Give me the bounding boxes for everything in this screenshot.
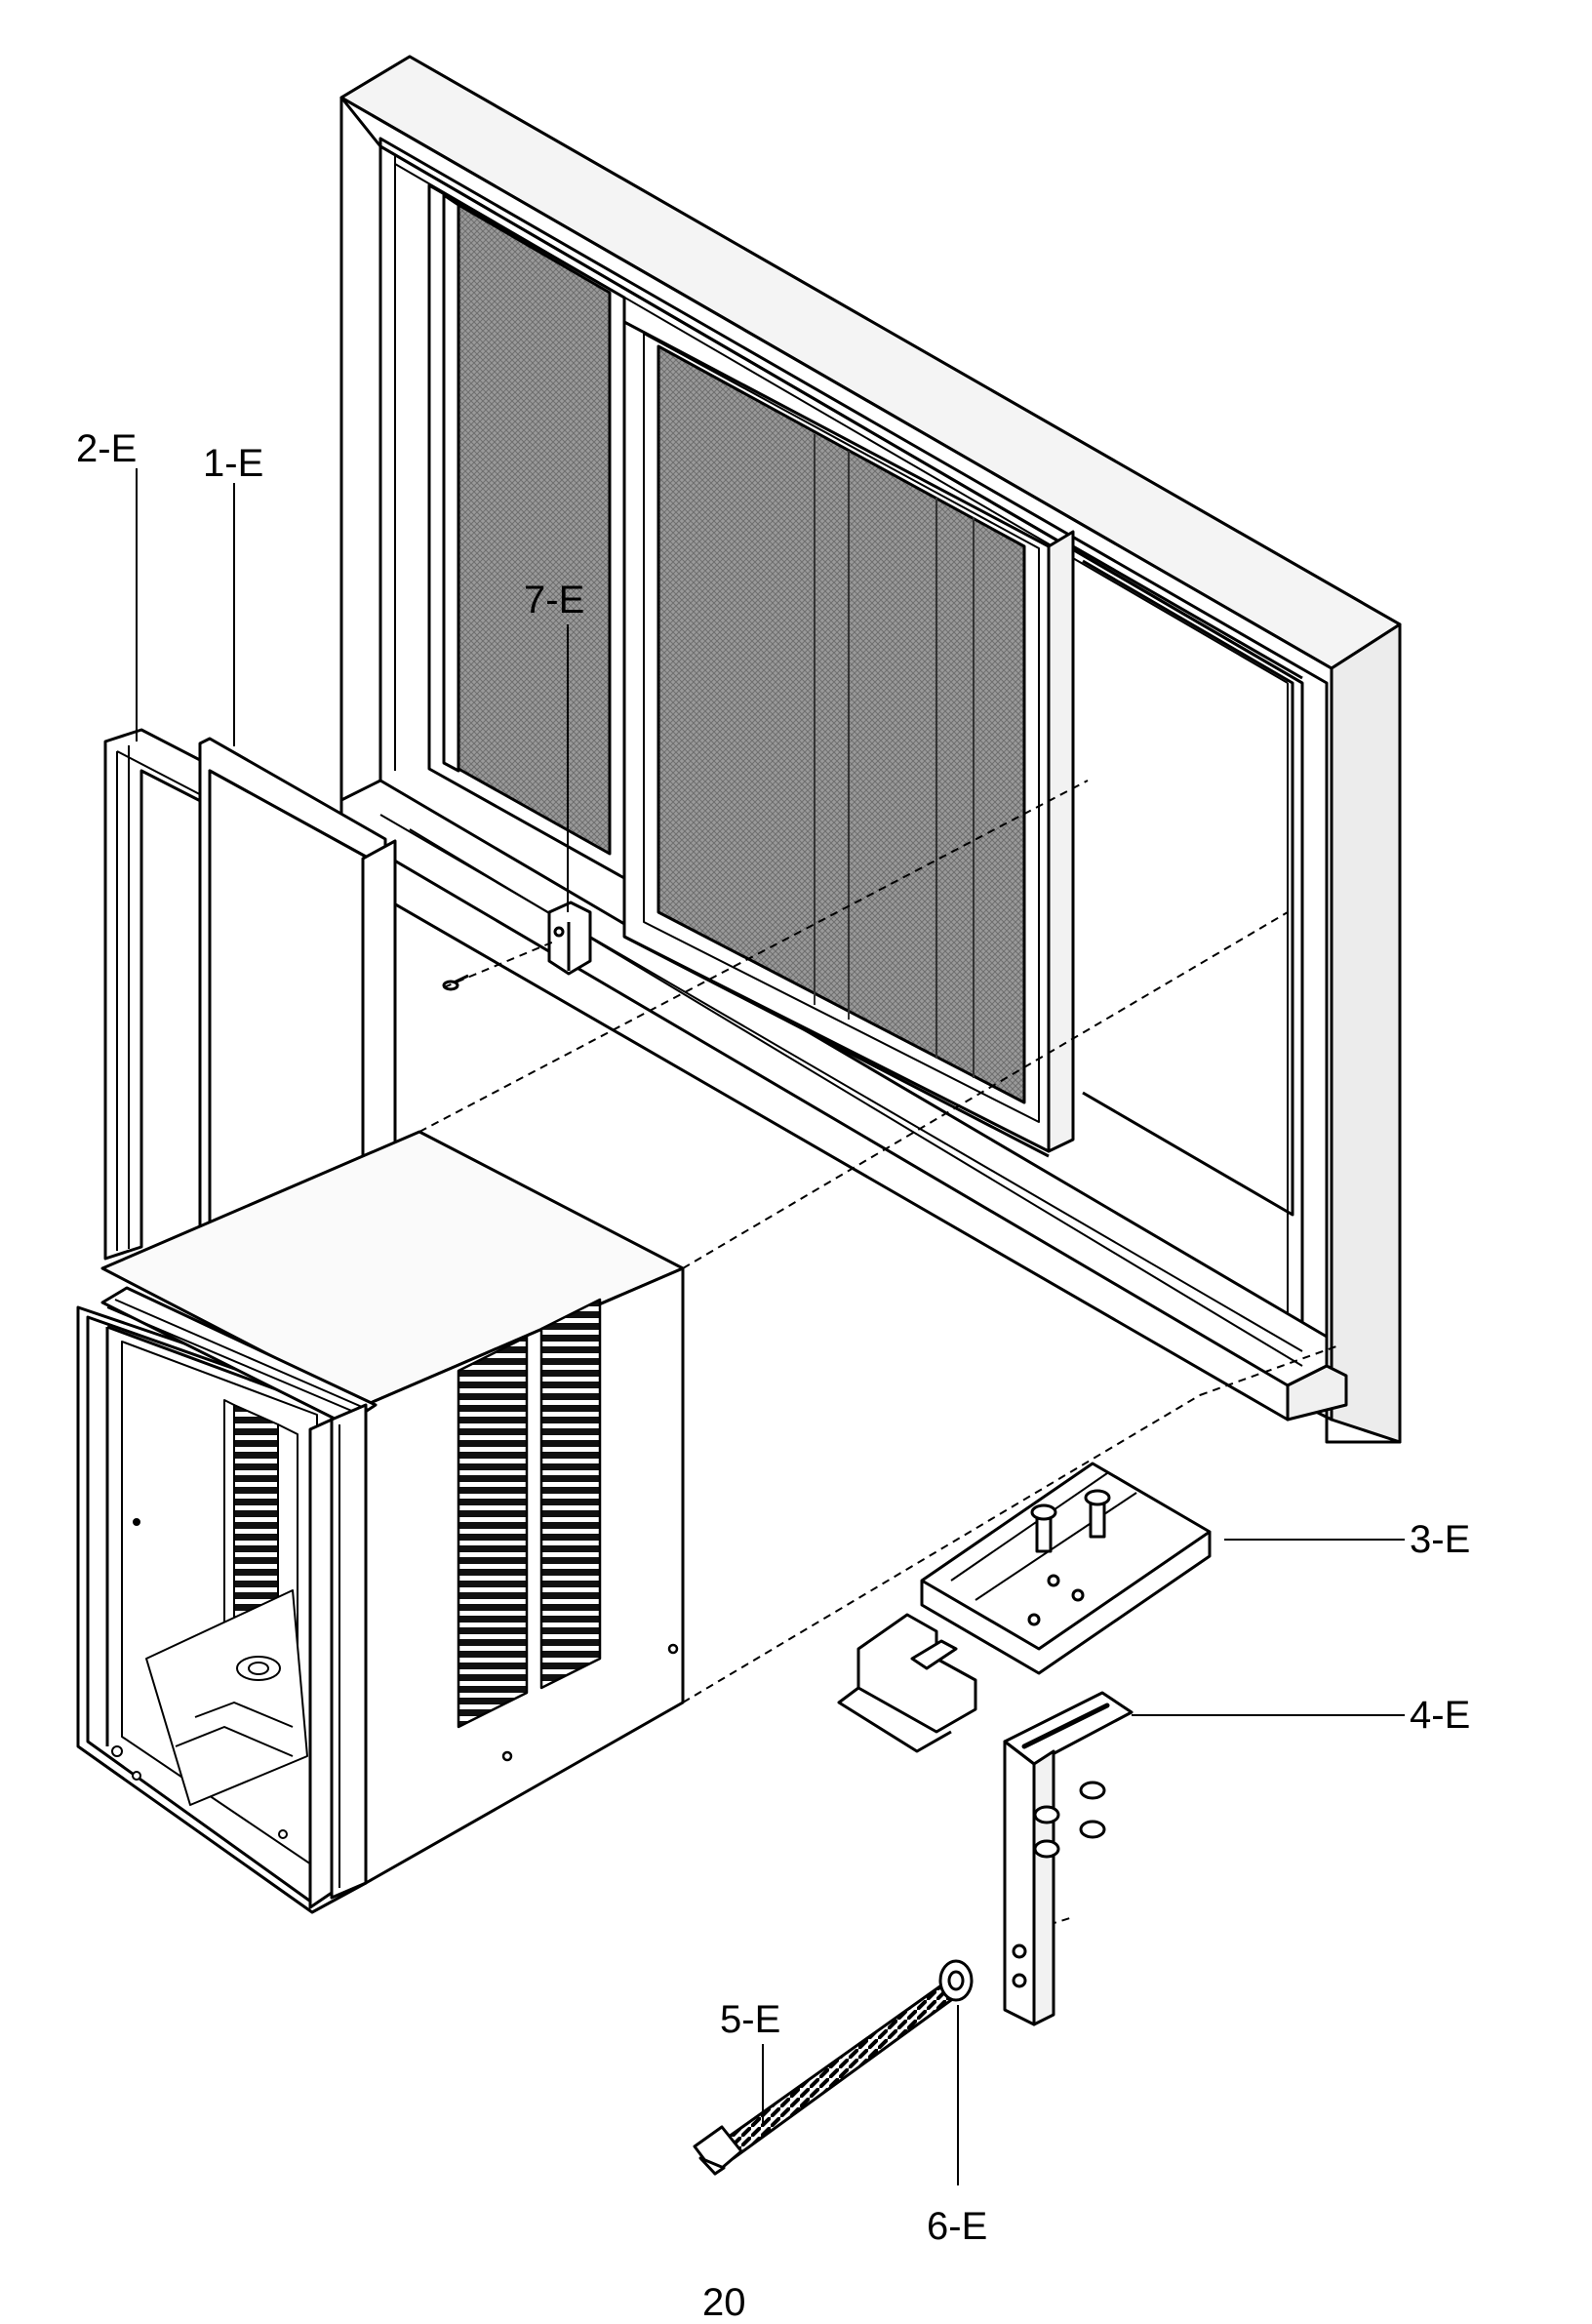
leader-lines [136, 468, 1405, 2185]
nut-6e [938, 1959, 974, 2002]
callout-7e: 7-E [524, 579, 585, 621]
sliding-sash [622, 320, 1075, 1158]
ac-inner-grille [111, 1399, 308, 1839]
callout-1e: 1-E [203, 442, 264, 485]
callout-2e: 2-E [76, 427, 138, 470]
callout-6e: 6-E [927, 2205, 988, 2248]
mounting-bracket-7e [442, 901, 592, 991]
support-leg-4e [1003, 1691, 1134, 2026]
left-sash [427, 183, 626, 880]
page-number: 20 [702, 2281, 746, 2324]
support-bracket-3e [837, 1462, 1212, 1753]
callout-3e: 3-E [1410, 1518, 1471, 1561]
ac-side-louvers [457, 1298, 679, 1762]
callout-5e: 5-E [720, 1998, 781, 2041]
window-frame [339, 55, 1402, 1444]
callout-4e: 4-E [1410, 1694, 1471, 1737]
